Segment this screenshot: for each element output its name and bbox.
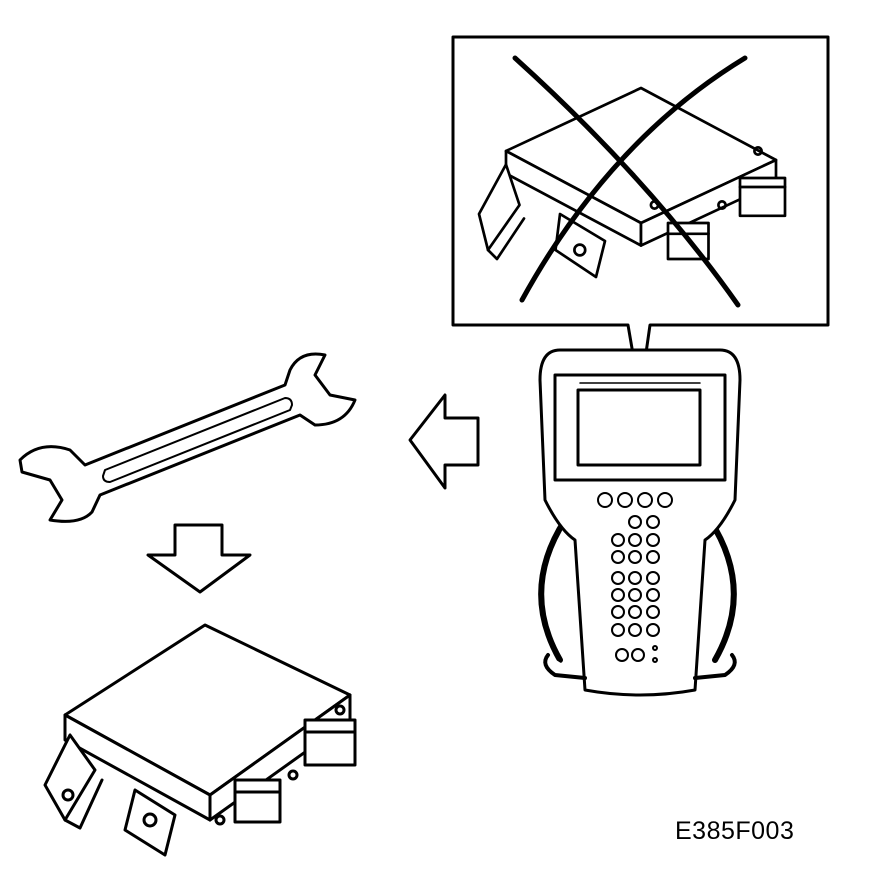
figure-code: E385F003 (675, 817, 795, 845)
left-arrow-icon (408, 393, 480, 490)
handheld-scan-tool-icon (538, 348, 742, 697)
callout-panel (451, 35, 830, 397)
open-end-wrench-icon (18, 352, 357, 523)
crossed-out-module-icon (477, 86, 787, 279)
down-arrow-icon (146, 523, 252, 594)
cross-out-icon (512, 55, 748, 308)
replacement-module-icon (43, 623, 357, 857)
